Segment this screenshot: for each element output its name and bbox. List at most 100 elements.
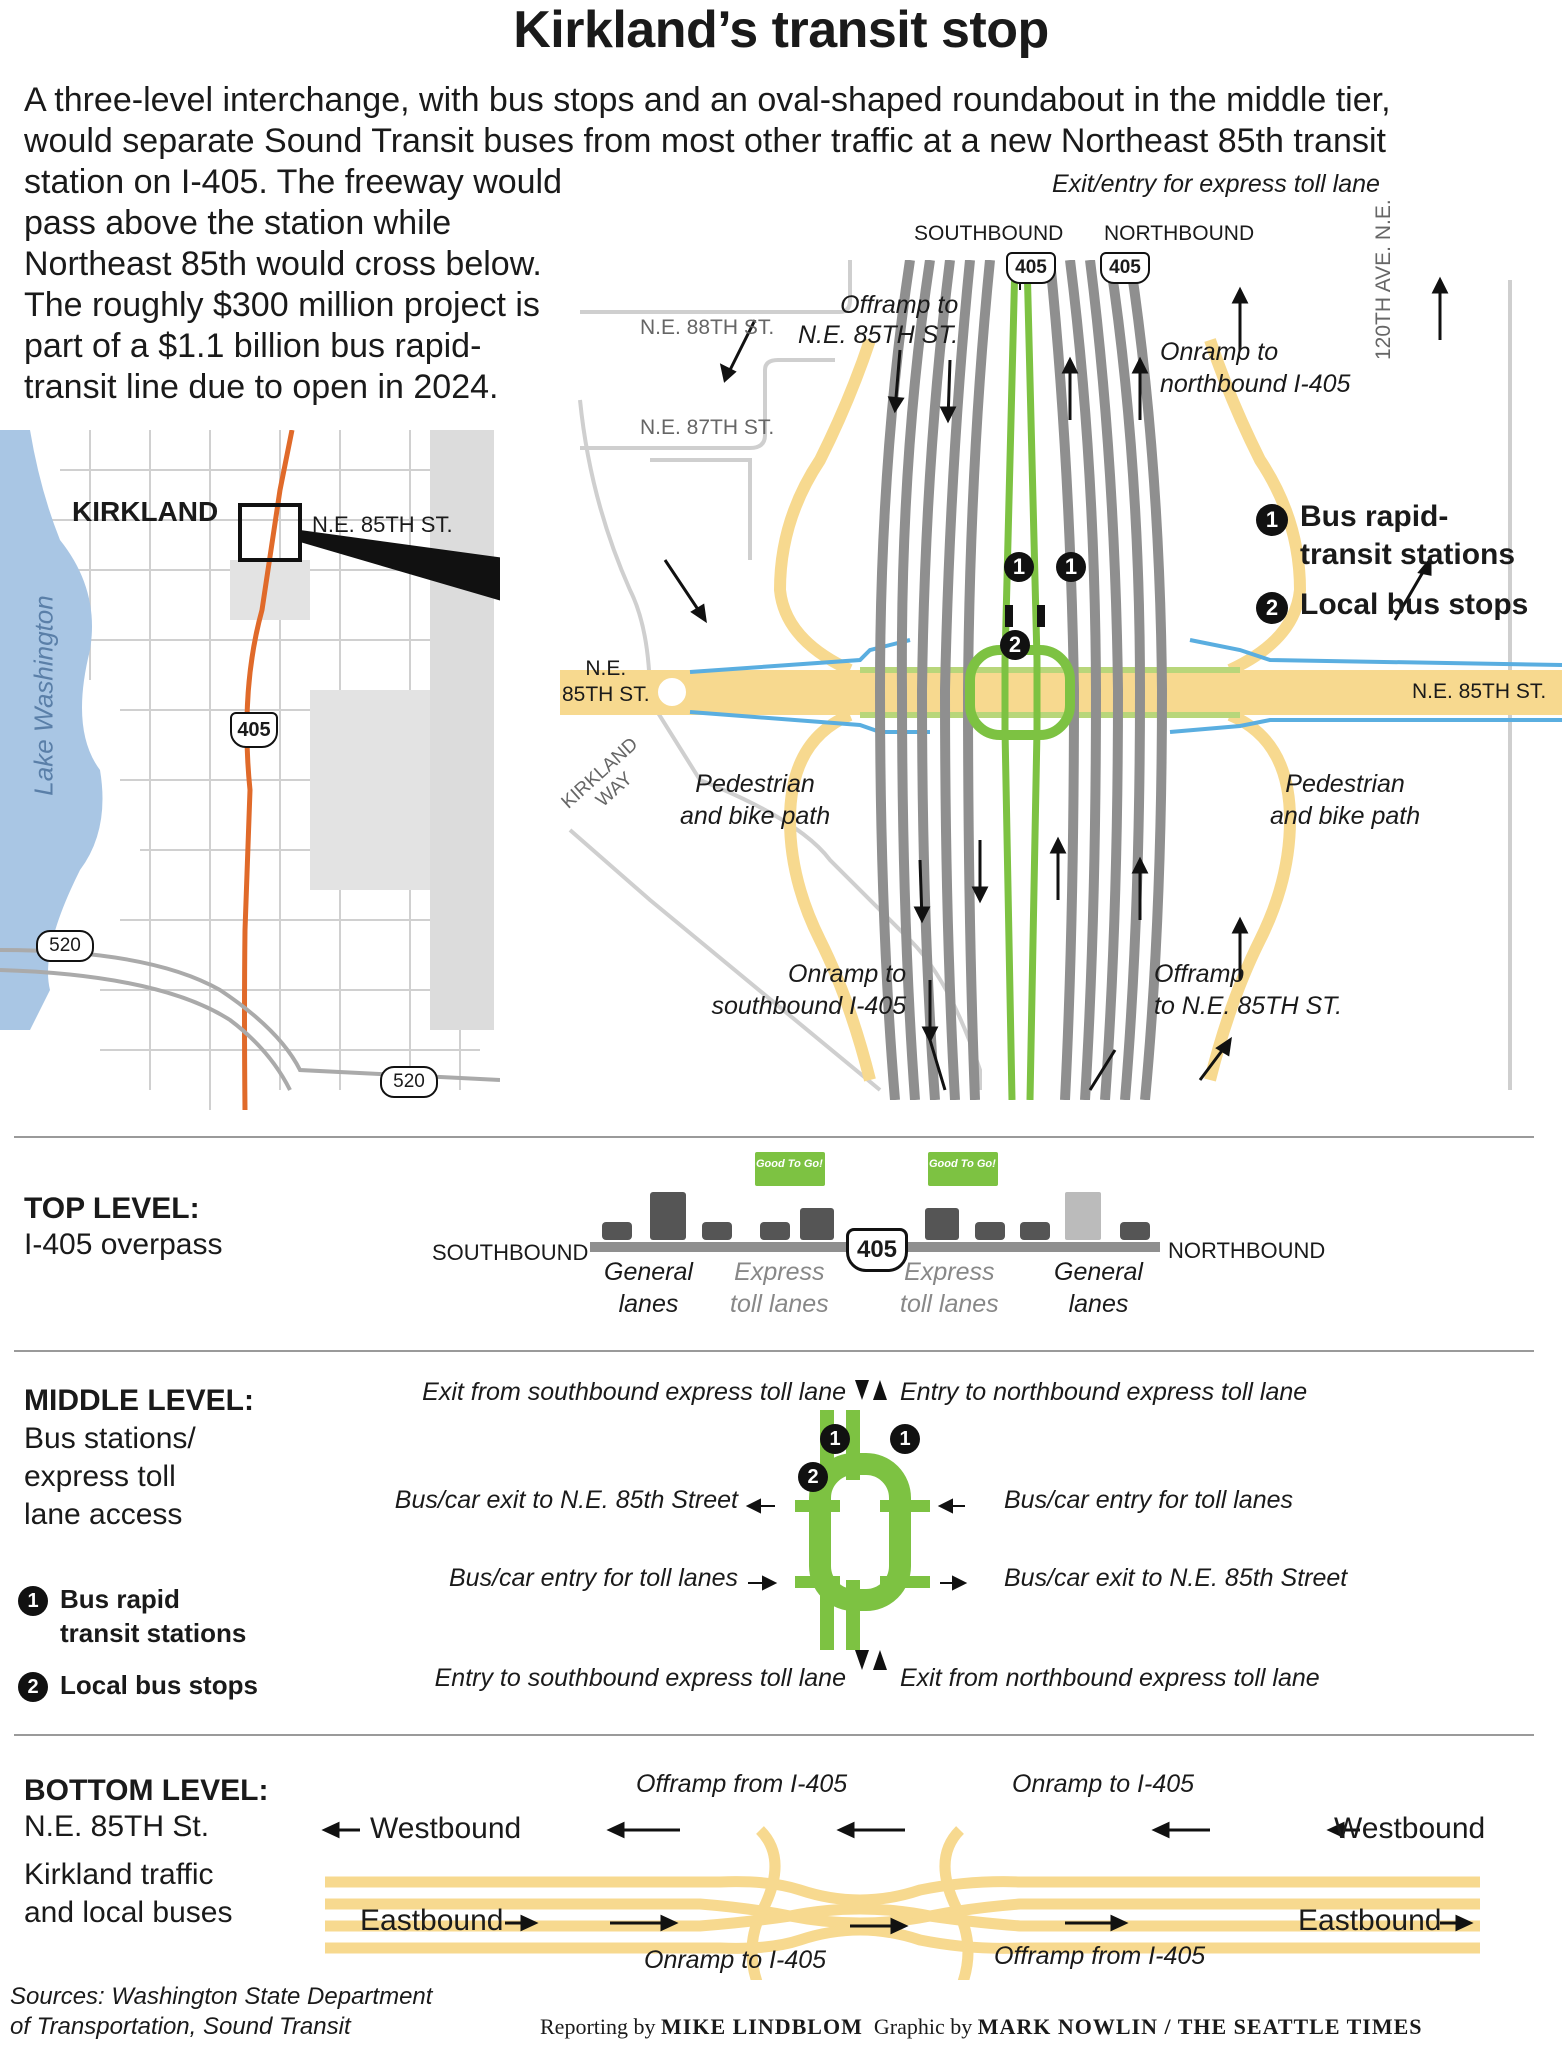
intro-line: A three-level interchange, with bus stop…: [24, 81, 1391, 119]
ne87-label: N.E. 87TH ST.: [640, 416, 775, 439]
offramp-from-bottom: Offramp from I-405: [994, 1942, 1206, 1970]
exit-sb-toll: Exit from southbound express toll lane: [422, 1378, 846, 1406]
shield-520-b: 520: [380, 1066, 438, 1098]
top-level-sub: I-405 overpass: [24, 1228, 223, 1261]
onramp-sb-line1: Onramp to: [788, 960, 907, 988]
lake-label: Lake Washington: [28, 595, 59, 796]
exit-entry-label: Exit/entry for express toll lane: [1052, 170, 1380, 198]
intro-line: pass above the station while: [24, 204, 452, 242]
mid-legend-brt-line2: transit stations: [60, 1618, 247, 1648]
interchange-plan-diagram: [560, 260, 1562, 1100]
reporter-name: MIKE LINDBLOM: [661, 2014, 863, 2039]
express-toll-lane: [1001, 260, 1041, 1100]
intro-line: station on I-405. The freeway would: [24, 163, 563, 201]
middle-level-sub: Bus stations/ express toll lane access: [24, 1420, 196, 1534]
top-northbound: NORTHBOUND: [1168, 1238, 1326, 1263]
legend-brt-line1: Bus rapid-: [1300, 500, 1449, 533]
mid-legend-marker-1: 1: [18, 1586, 48, 1616]
ne85-right-label: N.E. 85TH ST.: [1412, 680, 1547, 703]
northbound-label: NORTHBOUND: [1104, 222, 1255, 245]
offramp-85-line1: Offramp to: [840, 291, 959, 319]
middle-level-diagram: [745, 1380, 968, 1670]
gl-right: General lanes: [1054, 1256, 1143, 1320]
et-left-line2: toll lanes: [730, 1290, 829, 1318]
marker-1-a: 1: [1004, 552, 1034, 582]
legend-marker-2: 2: [1256, 592, 1288, 624]
brt-station-markers: [1005, 605, 1045, 627]
exit-nb-toll: Exit from northbound express toll lane: [900, 1664, 1320, 1692]
lake-washington-shape: [0, 430, 103, 1030]
offramp-85-line2: N.E. 85TH ST.: [798, 321, 959, 349]
westbound-right: Westbound: [1334, 1812, 1486, 1845]
sources: Sources: Washington State Department of …: [10, 1982, 432, 2042]
legend-brt-line2: transit stations: [1300, 538, 1516, 571]
ped-left-line2: and bike path: [680, 802, 831, 830]
offramp-bottom-line1: Offramp: [1154, 960, 1245, 988]
ne85-left-label: N.E. 85TH ST.: [562, 656, 650, 708]
mid-marker-1-a: 1: [820, 1424, 850, 1454]
onramp-to-top: Onramp to I-405: [1012, 1770, 1195, 1798]
top-southbound: SOUTHBOUND: [432, 1240, 589, 1265]
ne85-left-line1: N.E.: [585, 657, 627, 680]
intro-line: transit line due to open in 2024.: [24, 368, 499, 406]
credits: Reporting by MIKE LINDBLOM Graphic by MA…: [540, 2014, 1423, 2040]
legend-brt-label: Bus rapid- transit stations: [1300, 498, 1515, 574]
bottom-level-sub: N.E. 85TH St. Kirkland traffic and local…: [24, 1808, 232, 1932]
ped-path-left-label: Pedestrian and bike path: [680, 768, 830, 832]
divider-1: [14, 1136, 1534, 1138]
120th-ave-label: 120TH AVE. N.E.: [1372, 199, 1395, 360]
onramp-sb-label: Onramp to southbound I-405: [708, 958, 907, 1022]
marker-1-b: 1: [1056, 552, 1086, 582]
gl-left: General lanes: [604, 1256, 693, 1320]
entry-toll-left: Bus/car entry for toll lanes: [448, 1564, 738, 1592]
onramp-sb-line2: southbound I-405: [711, 992, 907, 1020]
eastbound-right: Eastbound: [1298, 1904, 1442, 1937]
divider-3: [14, 1734, 1534, 1736]
et-right-line1: Express: [904, 1258, 995, 1286]
ne85-road: [560, 670, 1562, 715]
good-to-go-sign-right: Good To Go!: [929, 1158, 996, 1170]
top-level-heading: TOP LEVEL:: [24, 1192, 200, 1225]
offramp-from-top: Offramp from I-405: [636, 1770, 848, 1798]
intro-line: Northeast 85th would cross below.: [24, 245, 542, 283]
offramp-bottom-label: Offramp to N.E. 85TH ST.: [1154, 958, 1342, 1022]
ne88-label: N.E. 88TH ST.: [640, 316, 775, 339]
ped-right-line1: Pedestrian: [1285, 770, 1405, 798]
intro-text: A three-level interchange, with bus stop…: [24, 80, 1544, 408]
onramp-nb-line1: Onramp to: [1160, 338, 1279, 366]
mid-legend-brt-line1: Bus rapid: [60, 1584, 180, 1614]
bottom-sub-line1: N.E. 85TH St.: [24, 1810, 210, 1843]
divider-2: [14, 1350, 1534, 1352]
ped-path-right-label: Pedestrian and bike path: [1270, 768, 1420, 832]
mid-legend-local: Local bus stops: [60, 1670, 258, 1700]
eastbound-left: Eastbound: [360, 1904, 504, 1937]
kirkland-label: KIRKLAND: [72, 496, 219, 527]
et-left-line1: Express: [734, 1258, 825, 1286]
ped-left-line1: Pedestrian: [695, 770, 815, 798]
bottom-level-diagram: [321, 1821, 1480, 1980]
sources-line1: Sources: Washington State Department: [10, 1983, 433, 2010]
mid-legend-brt: Bus rapid transit stations: [60, 1582, 246, 1650]
intro-line: part of a $1.1 billion bus rapid-: [24, 327, 482, 365]
legend-local-label: Local bus stops: [1300, 588, 1529, 621]
southbound-label: SOUTHBOUND: [914, 222, 1064, 245]
offramp-bottom-line2: to N.E. 85TH ST.: [1154, 992, 1343, 1020]
onramp-nb-line2: northbound I-405: [1160, 370, 1351, 398]
gl-left-line2: lanes: [618, 1290, 679, 1318]
exit-85-left: Bus/car exit to N.E. 85th Street: [394, 1486, 738, 1514]
entry-sb-toll: Entry to southbound express toll lane: [434, 1664, 846, 1692]
shield-405-sb: 405: [1006, 252, 1056, 284]
mid-marker-2: 2: [798, 1462, 828, 1492]
middle-sub-line1: Bus stations/: [24, 1422, 196, 1455]
reporting-prefix: Reporting by: [540, 2014, 656, 2039]
sources-line2: of Transportation, Sound Transit: [10, 2013, 351, 2040]
shield-405-nb: 405: [1100, 252, 1150, 284]
bottom-level-heading: BOTTOM LEVEL:: [24, 1774, 269, 1807]
bottom-sub-line2: Kirkland traffic: [24, 1858, 214, 1891]
middle-sub-line3: lane access: [24, 1498, 183, 1531]
et-left: Express toll lanes: [730, 1256, 829, 1320]
mid-legend-marker-2: 2: [18, 1672, 48, 1702]
graphic-credit: MARK NOWLIN / THE SEATTLE TIMES: [977, 2014, 1423, 2039]
exit-85-right: Bus/car exit to N.E. 85th Street: [1004, 1564, 1348, 1592]
ne85-map-label: N.E. 85TH ST.: [312, 512, 453, 537]
